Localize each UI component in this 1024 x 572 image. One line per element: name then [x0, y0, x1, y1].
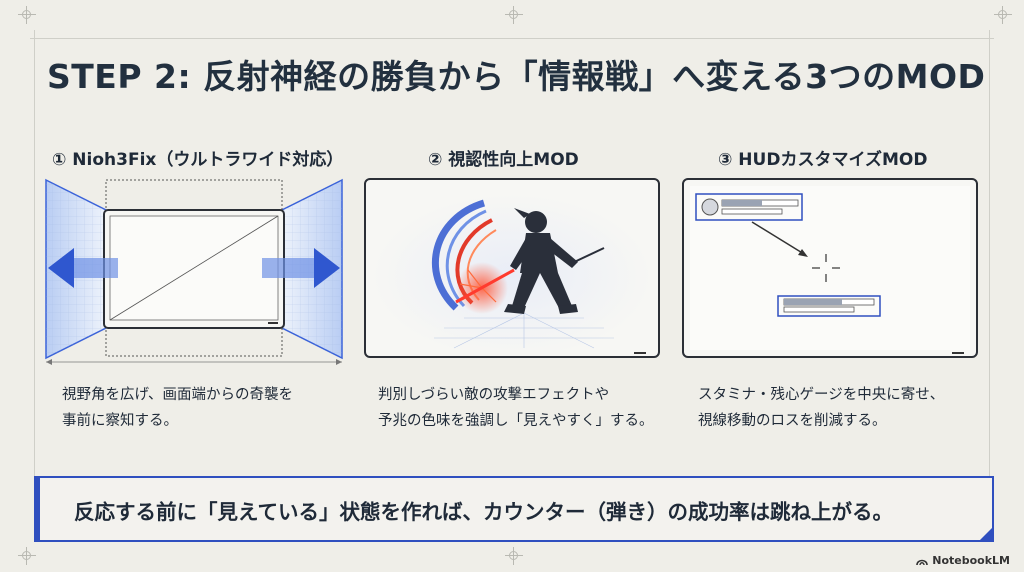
panel-3-description-line-1: スタミナ・残心ゲージを中央に寄せ、 — [698, 387, 945, 403]
ultrawide-monitor-illustration — [44, 176, 344, 366]
frame-line-right — [989, 30, 990, 485]
panel-2-description-line-1: 判別しづらい敵の攻撃エフェクトや — [378, 387, 610, 403]
registration-mark-top-center — [505, 6, 523, 24]
key-message-box: 反応する前に「見えている」状態を作れば、カウンター（弾き）の成功率は跳ね上がる。 — [34, 476, 994, 542]
registration-mark-top-left — [18, 6, 36, 24]
panel-3-heading: ③ HUDカスタマイズMOD — [718, 150, 928, 170]
crosshair-icon — [812, 254, 840, 282]
frame-line-left — [34, 30, 35, 485]
slide-title: STEP 2: 反射神経の勝負から「情報戦」へ変える3つのMOD — [47, 57, 986, 96]
registration-mark-bottom-center — [505, 547, 523, 565]
notebooklm-logo-icon — [916, 559, 929, 565]
panel-1-description-line-2: 事前に察知する。 — [62, 413, 178, 429]
panel-1-heading: ① Nioh3Fix（ウルトラワイド対応） — [52, 150, 344, 170]
panel-2-description-line-2: 予兆の色味を強調し「見えやすく」する。 — [378, 413, 654, 429]
key-message-text: 反応する前に「見えている」状態を作れば、カウンター（弾き）の成功率は跳ね上がる。 — [74, 500, 893, 524]
panel-3-description: スタミナ・残心ゲージを中央に寄せ、 視線移動のロスを削減する。 — [698, 382, 944, 434]
watermark-text: NotebookLM — [932, 554, 1010, 567]
arrow-right-icon — [262, 248, 340, 288]
panel-2-description: 判別しづらい敵の攻撃エフェクトや 予兆の色味を強調し「見えやすく」する。 — [378, 382, 654, 434]
panel-1-description-line-1: 視野角を広げ、画面端からの奇襲を — [62, 387, 293, 403]
panel-2-heading: ② 視認性向上MOD — [428, 150, 579, 170]
arrow-left-icon — [48, 248, 118, 288]
registration-mark-top-right — [994, 6, 1012, 24]
hud-monitor-illustration — [682, 178, 978, 366]
key-message-accent-bar — [34, 476, 40, 542]
frame-line-top — [30, 38, 994, 39]
panel-1-description: 視野角を広げ、画面端からの奇襲を 事前に察知する。 — [62, 382, 293, 434]
visibility-monitor-illustration — [364, 178, 660, 366]
notebooklm-watermark: NotebookLM — [916, 554, 1010, 567]
key-message-corner-mark — [978, 526, 994, 542]
registration-mark-bottom-left — [18, 547, 36, 565]
panel-3-description-line-2: 視線移動のロスを削減する。 — [698, 413, 887, 429]
